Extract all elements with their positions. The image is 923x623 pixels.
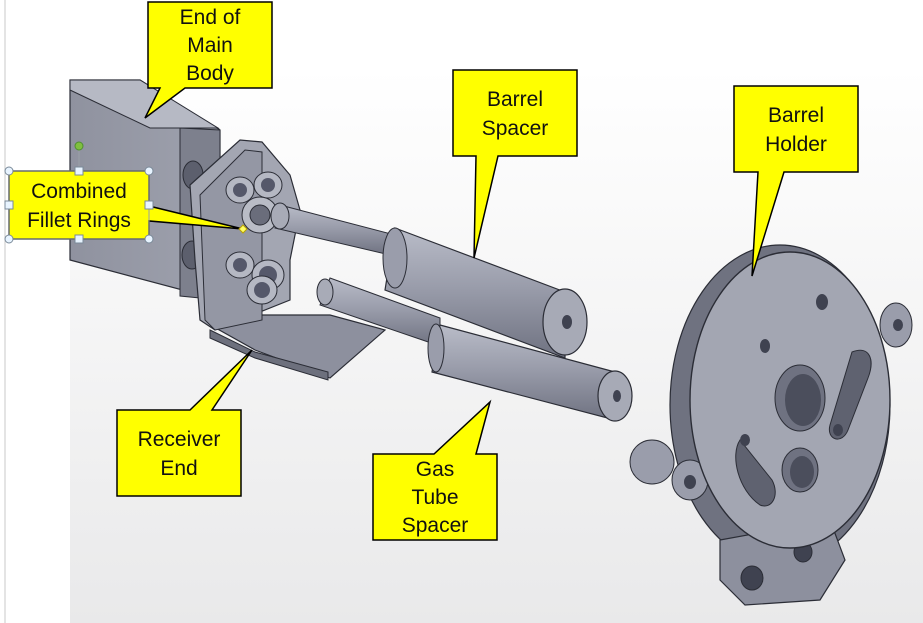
resize-handle-icon[interactable] [4,166,14,176]
resize-handle-icon[interactable] [4,234,14,244]
callout-shape [116,349,253,497]
callout-line: Main [187,34,233,57]
callout-line: End [160,457,197,480]
callout-line: Barrel [768,104,824,127]
barrel-holder-part [629,244,913,606]
callout-line: Receiver [138,428,221,451]
resize-handle-icon[interactable] [144,234,154,244]
resize-handle-icon[interactable] [74,234,84,244]
callout-line: Combined [31,180,127,203]
callout-line: Spacer [482,117,549,140]
callout-line: Barrel [487,88,543,111]
callout-end-of-main-body: End of Main Body [144,1,273,119]
callout-line: End of [180,6,241,29]
rotate-handle-icon[interactable] [74,141,84,151]
callout-line: Body [186,62,234,85]
resize-handle-icon[interactable] [74,166,84,176]
callout-line: Tube [411,486,458,509]
callout-shape [452,69,578,259]
callout-line: Holder [765,133,827,156]
callout-barrel-spacer: Barrel Spacer [452,69,578,259]
callout-barrel-holder: Barrel Holder [733,85,859,277]
gas-tube-spacer-part [316,277,633,422]
resize-handle-icon[interactable] [144,166,154,176]
callout-gas-tube-spacer: Gas Tube Spacer [372,399,498,541]
callout-shape [733,85,859,277]
callout-combined-fillet-rings[interactable]: Combined Fillet Rings [4,141,248,244]
left-margin [0,0,70,623]
barrel-spacer-part [270,202,588,359]
adjust-handle-icon[interactable] [238,224,248,234]
callout-shape [372,399,498,541]
resize-handle-icon[interactable] [144,200,154,210]
callout-line: Fillet Rings [27,209,131,232]
resize-handle-icon[interactable] [4,200,14,210]
callout-shape [144,1,273,119]
callout-line: Gas [416,458,455,481]
callout-line: Spacer [402,514,469,537]
callout-receiver-end: Receiver End [116,349,253,497]
receiver-end-part [189,139,387,381]
